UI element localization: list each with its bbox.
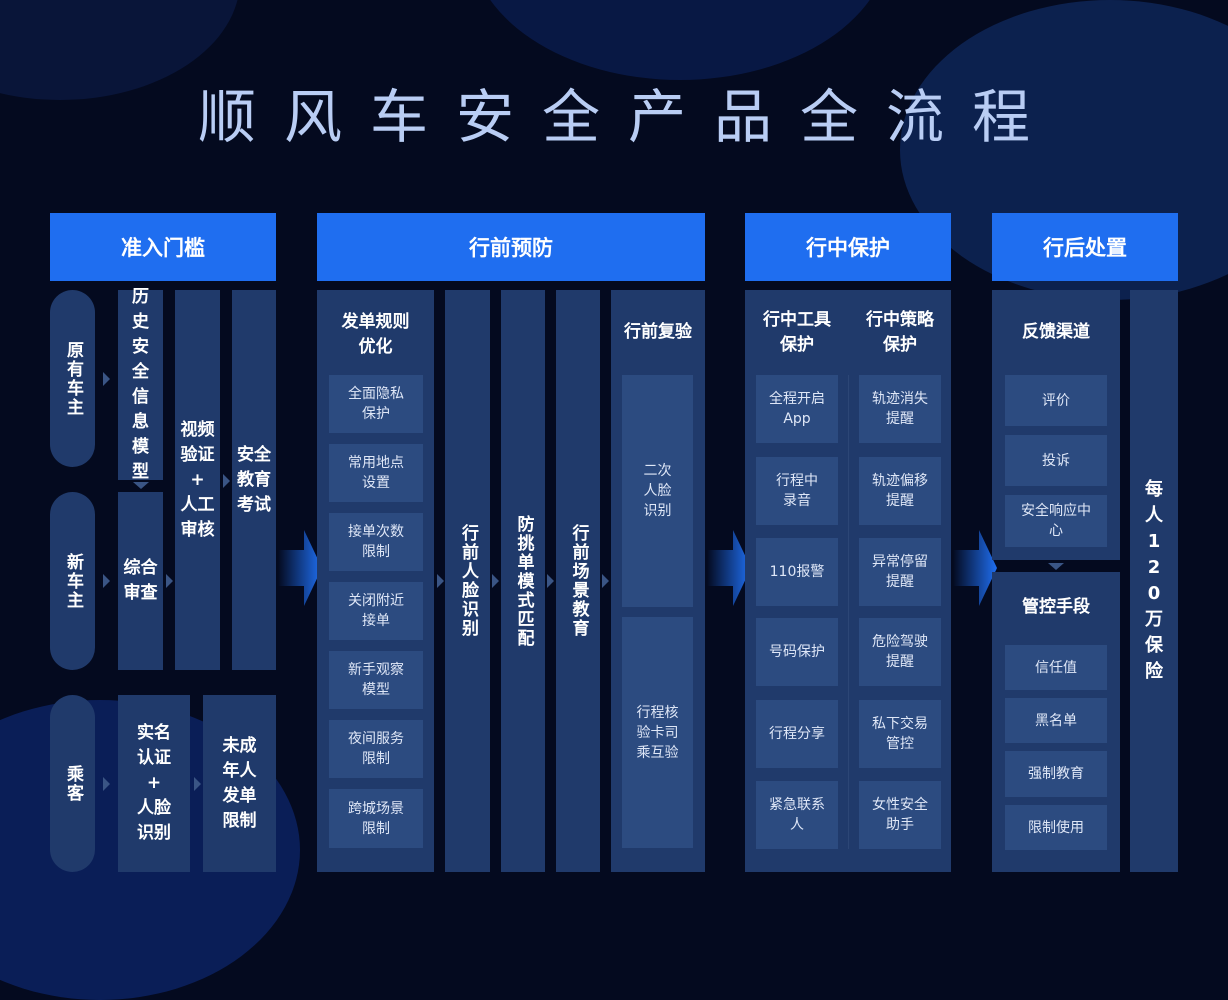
tool-item: 110报警 (756, 538, 838, 606)
stage-header-intrip: 行中保护 (745, 213, 951, 281)
video-manual-review: 视频验证 + 人工审核 (175, 290, 220, 670)
comprehensive-review: 综合审查 (118, 492, 163, 670)
anti-cherry-pick-matching: 防挑单模式匹配 (501, 290, 545, 872)
arrow-icon (103, 372, 110, 386)
strategy-title: 行中策略保护 (866, 310, 934, 355)
arrow-icon (166, 574, 173, 588)
stage-header-admission: 准入门槛 (50, 213, 276, 281)
arrow-icon (103, 574, 110, 588)
page-title: 顺风车安全产品全流程 (197, 83, 1058, 151)
recheck-title: 行前复验 (624, 322, 692, 342)
tool-item: 号码保护 (756, 618, 838, 686)
arrow-icon (223, 474, 230, 488)
role-new-driver: 新车主 (50, 492, 95, 670)
tools-title: 行中工具保护 (763, 310, 831, 355)
stage-header-pretrip: 行前预防 (317, 213, 705, 281)
feedback-title: 反馈渠道 (1022, 322, 1090, 342)
tool-item: 紧急联系人 (756, 781, 838, 849)
arrow-icon (194, 777, 201, 791)
arrow-icon (437, 574, 444, 588)
control-item: 限制使用 (1005, 805, 1107, 850)
arrow-icon (103, 777, 110, 791)
control-item: 信任值 (1005, 645, 1107, 690)
feedback-item: 安全响应中心 (1005, 495, 1107, 547)
strategy-item: 轨迹消失提醒 (859, 375, 941, 443)
rule-item: 夜间服务限制 (329, 720, 423, 778)
role-existing-driver: 原有车主 (50, 290, 95, 467)
recheck-item: 二次人脸识别 (622, 375, 693, 607)
rule-item: 跨城场景限制 (329, 789, 423, 848)
big-arrow-icon (278, 530, 322, 606)
tool-item: 行程中录音 (756, 457, 838, 525)
arrow-down-icon (1048, 563, 1064, 570)
control-item: 强制教育 (1005, 751, 1107, 797)
arrow-icon (492, 574, 499, 588)
arrow-down-icon (133, 482, 149, 489)
control-item: 黑名单 (1005, 698, 1107, 743)
rule-item: 接单次数限制 (329, 513, 423, 571)
rule-item: 关闭附近接单 (329, 582, 423, 640)
arrow-icon (547, 574, 554, 588)
feedback-item: 评价 (1005, 375, 1107, 426)
big-arrow-icon (707, 530, 751, 606)
big-arrow-icon (953, 530, 997, 606)
pretrip-scene-education: 行前场景教育 (556, 290, 600, 872)
pretrip-face-recognition: 行前人脸识别 (445, 290, 490, 872)
arrow-icon (602, 574, 609, 588)
realname-face-verification: 实名认证 + 人脸识别 (118, 695, 190, 872)
tool-item: 全程开启App (756, 375, 838, 443)
role-passenger: 乘客 (50, 695, 95, 872)
safety-education-exam: 安全教育考试 (232, 290, 276, 670)
rule-item: 全面隐私保护 (329, 375, 423, 433)
stage-header-posttrip: 行后处置 (992, 213, 1178, 281)
strategy-item: 私下交易管控 (859, 700, 941, 768)
control-title: 管控手段 (1022, 597, 1090, 617)
order-rules-title: 发单规则优化 (341, 312, 410, 357)
strategy-item: 女性安全助手 (859, 781, 941, 849)
recheck-item: 行程核验卡司乘互验 (622, 617, 693, 848)
feedback-item: 投诉 (1005, 435, 1107, 486)
minor-order-restriction: 未成年人发单限制 (203, 695, 276, 872)
divider (848, 375, 849, 849)
strategy-item: 危险驾驶提醒 (859, 618, 941, 686)
strategy-item: 轨迹偏移提醒 (859, 457, 941, 525)
rule-item: 新手观察模型 (329, 651, 423, 709)
rule-item: 常用地点设置 (329, 444, 423, 502)
tool-item: 行程分享 (756, 700, 838, 768)
strategy-item: 异常停留提醒 (859, 538, 941, 606)
history-safety-model: 历史安全信息模型 (118, 287, 163, 482)
insurance-coverage: 每人120万保险 (1130, 290, 1178, 872)
